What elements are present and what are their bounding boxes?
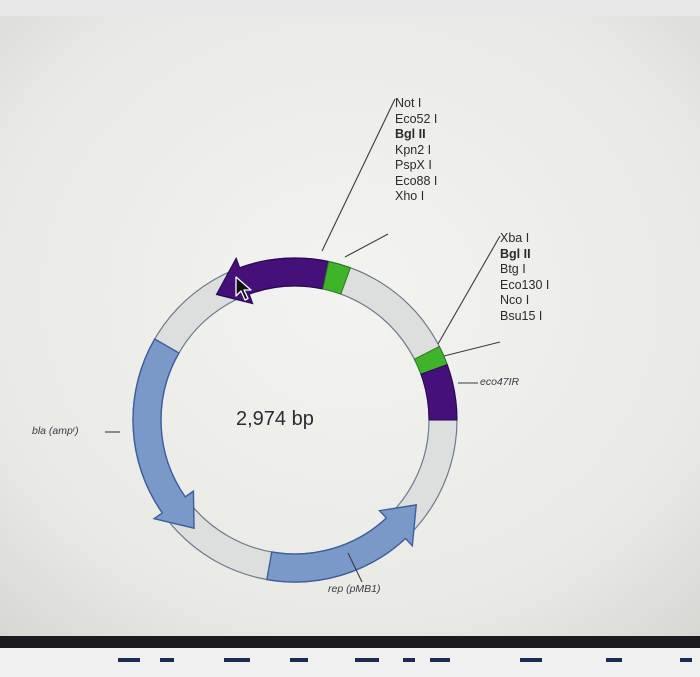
bottom-cropped-text [118,658,692,662]
site-label-kpn2-i: Kpn2 I [395,142,432,157]
site-label-pspx-i: PspX I [395,158,432,172]
site-label-eco52-i: Eco52 I [395,111,438,126]
bla-amp-label: bla (ampʳ) [32,425,79,437]
xba-i-leader [437,235,501,345]
site-label-btg-i: Btg I [500,262,526,276]
rep-pmb1-label: rep (pMB1) [328,583,381,595]
paper [0,16,700,636]
site-label-xho-i: Xho I [395,189,425,203]
site-label-bsu15-i: Bsu15 I [500,308,543,323]
site-label-not-i: Not I [395,96,422,110]
mcs-top-green [322,260,352,295]
xho-i-leader [344,233,389,258]
eco47ir-gene [420,363,458,421]
plasmid-size-label: 2,974 bp [236,408,314,430]
rep-pmb1-origin [266,504,418,583]
bsu15-i-leader [443,341,501,357]
site-label-eco130-i: Eco130 I [500,277,550,292]
site-label-bgl-ii: Bgl II [500,246,531,261]
site-label-eco88-i: Eco88 I [395,173,438,188]
top-bezel [0,0,700,16]
site-label-nco-i: Nco I [500,293,530,307]
rep-leader [347,552,363,583]
site-label-bgl-ii: Bgl II [395,127,426,141]
leader-lines [105,98,501,583]
mouse-cursor-icon [235,276,252,301]
not-i-leader [321,98,396,252]
eco47ir-label: eco47IR [480,376,520,388]
bla-amp-gene [132,338,195,530]
site-label-xba-i: Xba I [500,231,530,245]
